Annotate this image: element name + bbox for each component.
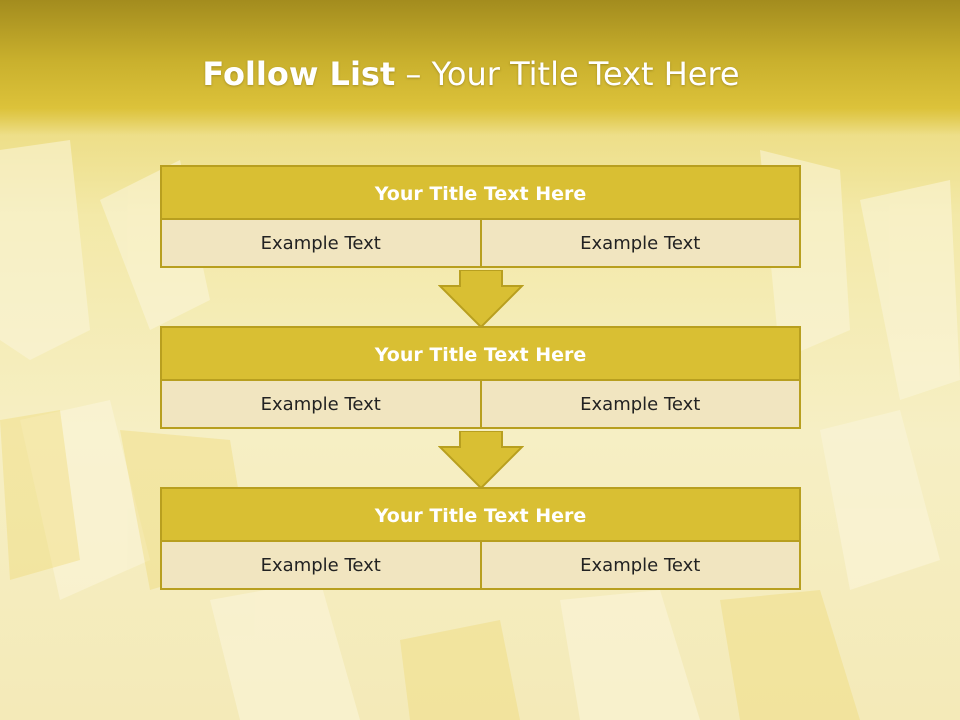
slide-title-bold: Follow List bbox=[202, 55, 396, 93]
block-row: Example Text Example Text bbox=[160, 379, 801, 429]
block-row: Example Text Example Text bbox=[160, 540, 801, 590]
title-band bbox=[0, 0, 960, 135]
block-cell-right: Example Text bbox=[479, 218, 801, 268]
list-block-3: Your Title Text Here Example Text Exampl… bbox=[160, 487, 801, 590]
block-row: Example Text Example Text bbox=[160, 218, 801, 268]
down-arrow-icon bbox=[438, 270, 524, 328]
down-arrow-icon bbox=[438, 431, 524, 489]
block-cell-left: Example Text bbox=[160, 540, 482, 590]
list-block-1: Your Title Text Here Example Text Exampl… bbox=[160, 165, 801, 268]
block-cell-left: Example Text bbox=[160, 218, 482, 268]
list-block-2: Your Title Text Here Example Text Exampl… bbox=[160, 326, 801, 429]
block-title: Your Title Text Here bbox=[160, 165, 801, 220]
block-cell-left: Example Text bbox=[160, 379, 482, 429]
block-title: Your Title Text Here bbox=[160, 326, 801, 381]
block-cell-right: Example Text bbox=[479, 540, 801, 590]
slide-title-rest: – Your Title Text Here bbox=[405, 55, 740, 93]
slide-title: Follow List – Your Title Text Here bbox=[0, 55, 942, 93]
block-cell-right: Example Text bbox=[479, 379, 801, 429]
block-title: Your Title Text Here bbox=[160, 487, 801, 542]
